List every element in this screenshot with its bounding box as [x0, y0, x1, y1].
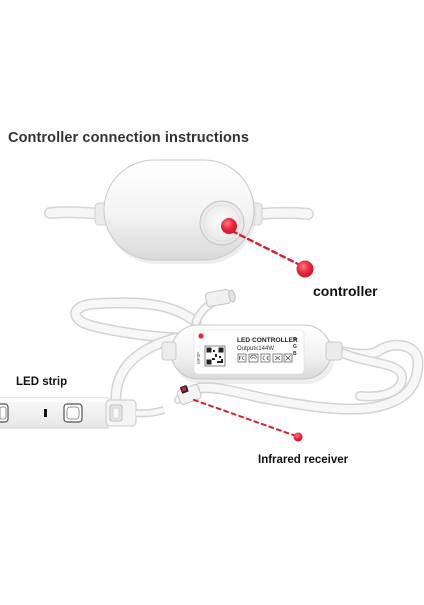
ir-callout-pointer — [193, 399, 303, 442]
rgb-letter-b: B — [293, 351, 297, 357]
rgb-letter-g: G — [293, 344, 297, 350]
qr-code — [204, 345, 226, 367]
controller-label: controller — [313, 283, 378, 299]
wifi-icon — [248, 353, 259, 363]
certification-marks — [237, 353, 293, 363]
rgb-letter-r: R — [293, 337, 297, 343]
device-output-text: Output≤144W — [237, 346, 274, 352]
controller-callout-pointer — [221, 218, 314, 278]
led-strip-label: LED strip — [16, 376, 68, 388]
inline-controller — [44, 159, 314, 264]
infrared-receiver-label: Infrared receiver — [258, 454, 349, 466]
fc-mark-icon — [237, 353, 247, 363]
led-controller-unit: MP3F LED CONTROLLER Output≤144W R G B — [161, 324, 343, 384]
device-model-text: MP3F — [196, 352, 201, 364]
ce-mark-icon — [260, 353, 271, 363]
led-strip-graphic — [0, 397, 165, 429]
page-title: Controller connection instructions — [8, 130, 250, 146]
device-name-text: LED CONTROLLER — [237, 337, 298, 344]
